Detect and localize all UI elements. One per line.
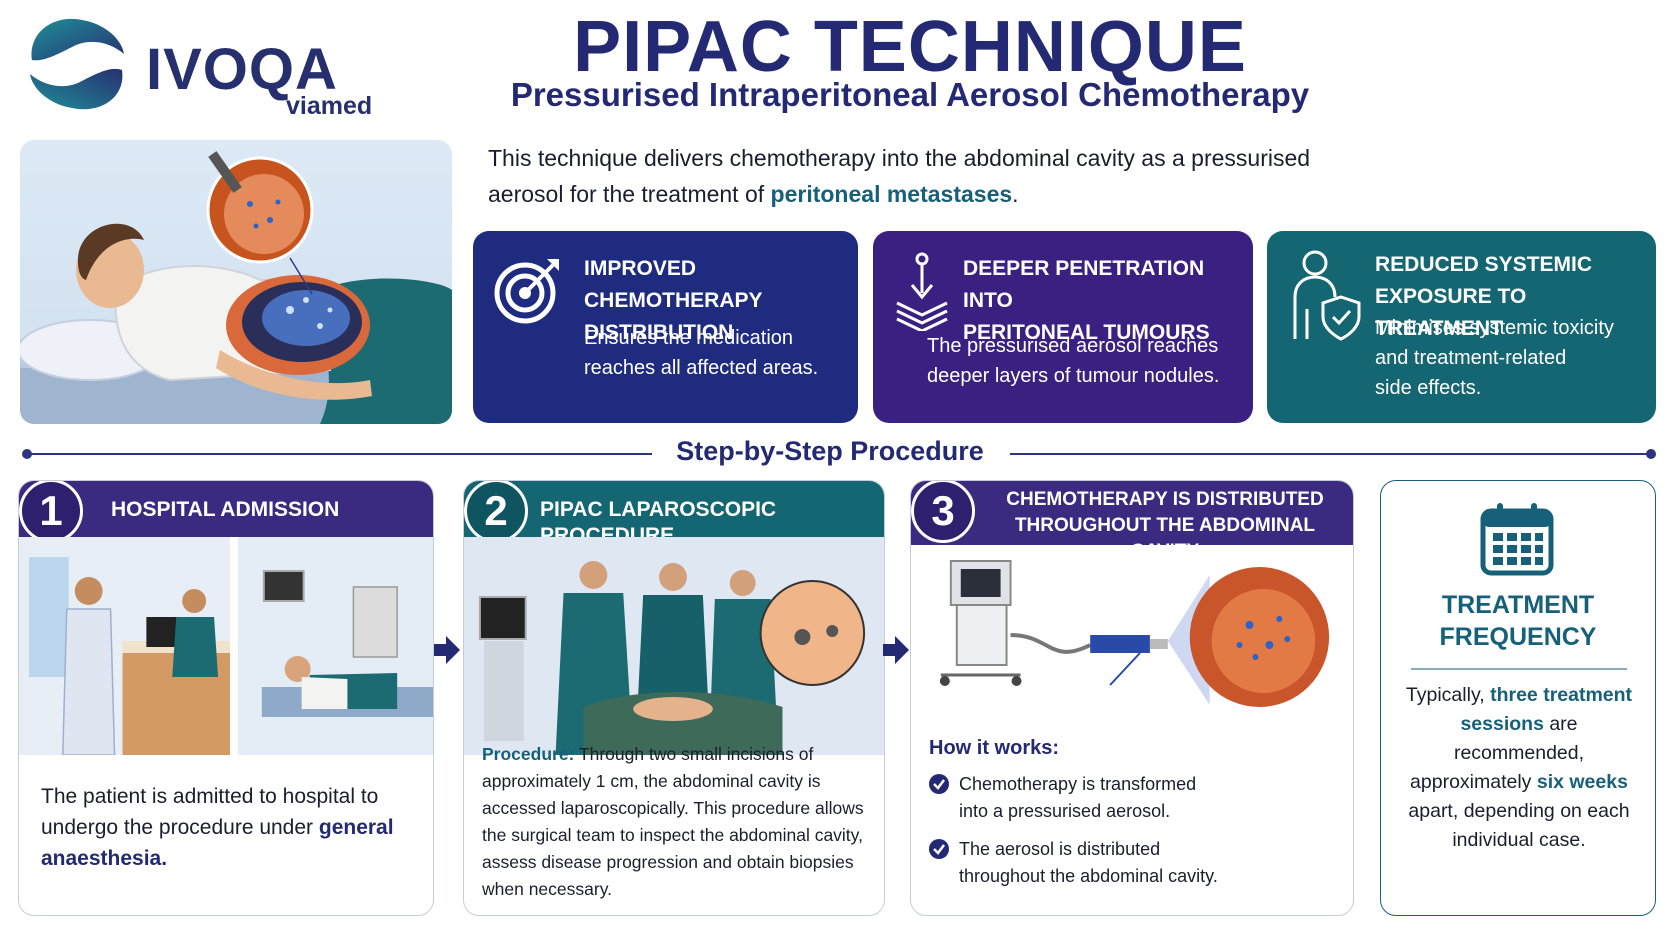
brand-name: IVOQA xyxy=(146,37,338,102)
frequency-text-part: apart, depending on each individual case… xyxy=(1408,800,1630,851)
frequency-text-part: are recommended, approximately xyxy=(1410,713,1585,793)
step-card-2: 2 PIPAC laparoscopic procedure Procedure… xyxy=(463,480,885,916)
how-item-line: throughout the abdominal cavity. xyxy=(959,866,1218,886)
frequency-highlight: six weeks xyxy=(1536,771,1628,793)
target-icon xyxy=(494,259,559,324)
step-2-illustration xyxy=(464,537,884,755)
benefit-text-line: and treatment-related xyxy=(1375,347,1567,369)
intro-text: This technique delivers chemotherapy int… xyxy=(488,140,1328,212)
frequency-text: Typically, three treatment sessions are … xyxy=(1399,681,1639,855)
section-title: Step-by-Step Procedure xyxy=(676,436,984,466)
benefit-title: Reduced systemic exposure to treatment xyxy=(1375,249,1656,345)
benefit-text-line: The pressurised aerosol reaches xyxy=(927,335,1219,357)
page-title: PIPAC TECHNIQUE xyxy=(573,7,1247,87)
benefit-title-line: exposure to treatment xyxy=(1375,285,1527,340)
benefit-text-line: reaches all affected areas. xyxy=(584,357,819,379)
step-2-text-part: Through two small incisions of approxima… xyxy=(482,744,864,899)
benefit-title-line: Improved chemotherapy xyxy=(584,257,763,312)
arrow-right-icon xyxy=(883,636,909,664)
step-number: 1 xyxy=(19,481,83,543)
how-it-works-item: Chemotherapy is transformed into a press… xyxy=(929,771,1329,825)
arrow-right-icon xyxy=(434,636,460,664)
step-header: 3 Chemotherapy is distributed throughout… xyxy=(911,481,1353,562)
divider-line-left xyxy=(30,453,652,455)
step-card-1: 1 Hospital admission The patient is admi… xyxy=(18,480,434,916)
benefit-card-systemic: Reduced systemic exposure to treatment M… xyxy=(1267,231,1656,423)
hero-illustration xyxy=(20,140,452,424)
page-subtitle: Pressurised Intraperitoneal Aerosol Chem… xyxy=(510,76,1310,113)
divider-dot xyxy=(22,449,32,459)
step-number: 3 xyxy=(911,481,975,543)
step-2-text: Procedure: Through two small incisions o… xyxy=(482,741,874,903)
step-title-line: Chemotherapy is distributed xyxy=(1006,489,1324,510)
benefit-text: Ensures the medication reaches all affec… xyxy=(584,323,818,383)
step-1-highlight: general anaesthesia. xyxy=(41,816,394,870)
body-shield-icon xyxy=(1293,250,1361,341)
logo-mark-icon xyxy=(30,18,124,110)
penetration-arrow-icon xyxy=(896,252,948,331)
check-circle-icon xyxy=(929,839,949,859)
brand-logo: IVOQA viamed xyxy=(24,14,372,120)
benefit-title-line: Reduced systemic xyxy=(1375,253,1593,276)
benefit-title: Deeper penetration into peritoneal tumou… xyxy=(963,253,1253,349)
benefit-card-distribution: Improved chemotherapy distribution Ensur… xyxy=(473,231,858,423)
benefit-title-line: distribution xyxy=(584,321,734,344)
frequency-title-line: frequency xyxy=(1439,623,1597,651)
benefit-text-line: side effects. xyxy=(1375,377,1482,399)
frequency-title: Treatment frequency xyxy=(1381,589,1655,653)
intro-highlight: peritoneal metastases xyxy=(770,181,1013,207)
benefit-text: The pressurised aerosol reaches deeper l… xyxy=(927,331,1219,391)
how-item-line: Chemotherapy is transformed xyxy=(959,774,1197,794)
how-item-line: into a pressurised aerosol. xyxy=(959,801,1171,821)
step-2-label: Procedure: xyxy=(482,744,575,764)
treatment-frequency-card: Treatment frequency Typically, three tre… xyxy=(1380,480,1656,916)
step-title: Hospital admission xyxy=(111,498,340,521)
frequency-text-part: Typically, xyxy=(1405,684,1491,706)
step-number: 2 xyxy=(464,481,528,543)
divider-dot xyxy=(1646,449,1656,459)
frequency-title-line: Treatment xyxy=(1441,591,1595,619)
step-header: 2 PIPAC laparoscopic procedure xyxy=(464,481,884,547)
step-3-illustration xyxy=(911,545,1353,723)
how-it-works-title: How it works: xyxy=(929,737,1060,759)
frequency-divider xyxy=(1411,668,1627,670)
benefit-text-line: deeper layers of tumour nodules. xyxy=(927,365,1220,387)
how-it-works-item: The aerosol is distributed throughout th… xyxy=(929,836,1329,890)
step-1-illustration xyxy=(19,537,433,755)
benefit-title-line: peritoneal tumours xyxy=(963,321,1210,344)
check-circle-icon xyxy=(929,774,949,794)
benefit-text-line: Ensures the medication xyxy=(584,327,794,349)
brand-sub: viamed xyxy=(286,92,373,120)
frequency-highlight: three treatment sessions xyxy=(1460,684,1633,735)
step-1-text: The patient is admitted to hospital to u… xyxy=(41,781,421,874)
how-item-line: The aerosol is distributed xyxy=(959,839,1161,859)
benefit-card-penetration: Deeper penetration into peritoneal tumou… xyxy=(873,231,1253,423)
benefit-title: Improved chemotherapy distribution xyxy=(584,253,858,349)
intro-text-end: . xyxy=(1012,181,1019,207)
intro-text-part: This technique delivers chemotherapy int… xyxy=(488,145,1311,207)
step-header: 1 Hospital admission xyxy=(19,481,433,543)
benefit-text-line: Minimises systemic toxicity xyxy=(1375,317,1614,339)
benefit-text: Minimises systemic toxicity and treatmen… xyxy=(1375,313,1614,403)
step-card-3: 3 Chemotherapy is distributed throughout… xyxy=(910,480,1354,916)
step-1-text-part: The patient is admitted to hospital to u… xyxy=(41,785,379,839)
calendar-icon xyxy=(1480,503,1554,576)
divider-line-right xyxy=(1010,453,1650,455)
benefit-title-line: Deeper penetration into xyxy=(963,257,1205,312)
